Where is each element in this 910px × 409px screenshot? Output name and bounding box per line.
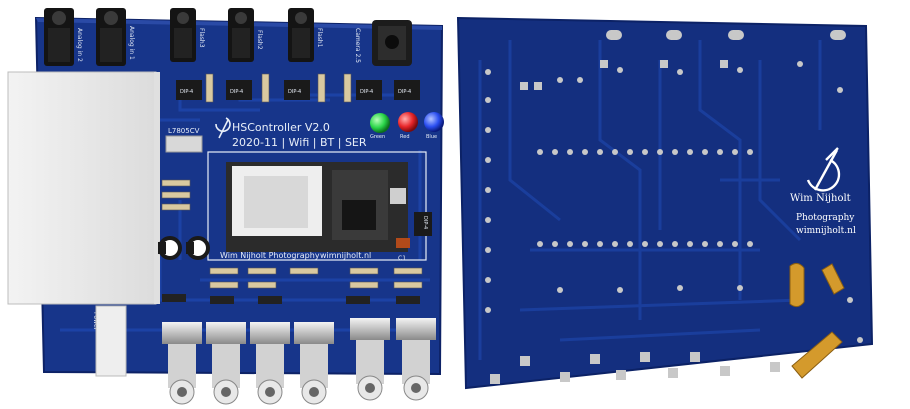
jack-label-flash1: Flash1 bbox=[316, 28, 323, 48]
power-module bbox=[7, 71, 160, 305]
capacitors bbox=[158, 236, 210, 260]
back-logo-line1: Photography bbox=[796, 213, 855, 223]
back-board-substrate bbox=[456, 16, 874, 390]
dip-label-right: DIP-4 bbox=[422, 216, 428, 229]
jack-row bbox=[44, 8, 412, 66]
dip-label-1: DIP-4 bbox=[180, 89, 193, 95]
jack-label-analog-in-2: Analog in 2 bbox=[76, 28, 83, 62]
website-text: wimnijholt.nl bbox=[320, 251, 371, 260]
regulator-label: L7805CV bbox=[168, 127, 200, 135]
led-blue bbox=[424, 112, 444, 132]
jack-label-flash3: Flash3 bbox=[198, 28, 205, 48]
esp32-module bbox=[226, 162, 408, 252]
dip-label-3: DIP-4 bbox=[288, 89, 301, 95]
resistor-array bbox=[161, 73, 423, 289]
jack-label-camera: Camera 2.5 bbox=[354, 28, 361, 63]
jack-label-flash2: Flash2 bbox=[256, 30, 263, 50]
led-label-green: Green bbox=[370, 134, 385, 140]
front-board: Analog in 2 Analog in 1 Flash3 Flash2 Fl… bbox=[7, 8, 444, 405]
back-board: Wim Nijholt Photography wimnijholt.nl bbox=[456, 16, 874, 390]
output-connectors bbox=[162, 318, 436, 405]
credit-text: Wim Nijholt Photography bbox=[220, 251, 320, 260]
led-green bbox=[370, 113, 390, 133]
back-logo-icon bbox=[806, 147, 841, 192]
back-logo-line2: wimnijholt.nl bbox=[796, 226, 856, 236]
gold-pads bbox=[789, 262, 845, 379]
board-title: HSController V2.0 bbox=[232, 121, 330, 134]
led-red bbox=[398, 112, 418, 132]
dip-label-5: DIP-4 bbox=[398, 89, 411, 95]
hs-logo-icon bbox=[215, 117, 231, 139]
led-label-red: Red bbox=[400, 134, 410, 140]
c1-label: C1 bbox=[398, 255, 406, 262]
led-group bbox=[370, 112, 444, 133]
dip-label-2: DIP-4 bbox=[230, 89, 243, 95]
jack-label-analog-in-1: Analog in 1 bbox=[128, 26, 135, 60]
dip-label-4: DIP-4 bbox=[360, 89, 373, 95]
back-pads bbox=[485, 61, 863, 343]
board-subtitle: 2020-11 | Wifi | BT | SER bbox=[232, 136, 367, 149]
led-label-blue: Blue bbox=[426, 134, 437, 140]
back-logo-name: Wim Nijholt bbox=[790, 193, 851, 204]
dip-chip-row bbox=[176, 80, 420, 100]
